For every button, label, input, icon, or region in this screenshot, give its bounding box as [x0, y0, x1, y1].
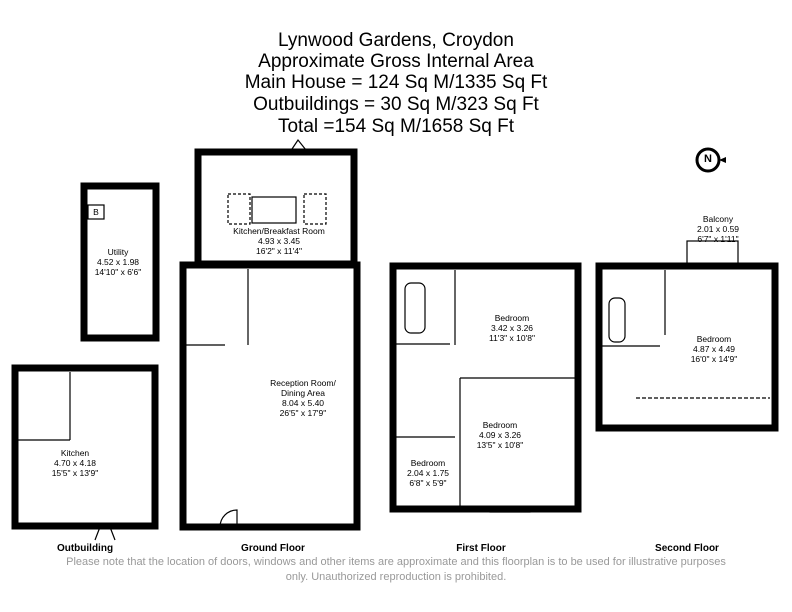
total-area: Total =154 Sq M/1658 Sq Ft — [277, 116, 515, 137]
main-house-area: Main House = 124 Sq M/1335 Sq Ft — [244, 72, 548, 93]
floor-label-ground: Ground Floor — [241, 543, 305, 554]
boiler-label: B — [93, 207, 99, 217]
ground-main-walls — [179, 261, 361, 531]
disclaimer: Please note that the location of doors, … — [66, 556, 726, 583]
utility-walls — [80, 182, 160, 342]
bath — [404, 282, 426, 334]
balcony-outline — [686, 240, 739, 267]
boiler-box — [87, 204, 105, 220]
first-floor-walls — [389, 262, 582, 513]
floor-label-outbuilding: Outbuilding — [56, 543, 114, 554]
compass — [695, 147, 726, 173]
second-floor-walls — [595, 262, 779, 432]
area-subtitle: Approximate Gross Internal Area — [258, 51, 534, 72]
compass-north-label: N — [704, 153, 712, 165]
hob-island — [251, 196, 297, 224]
floor-label-first: First Floor — [456, 543, 506, 554]
ground-kitchen-walls — [194, 148, 358, 268]
outbuilding-kitchen-walls — [11, 364, 159, 530]
address-title: Lynwood Gardens, Croydon — [278, 30, 514, 51]
floor-label-second: Second Floor — [655, 543, 719, 554]
bath-2 — [608, 297, 626, 343]
outbuildings-area: Outbuildings = 30 Sq M/323 Sq Ft — [253, 94, 539, 115]
